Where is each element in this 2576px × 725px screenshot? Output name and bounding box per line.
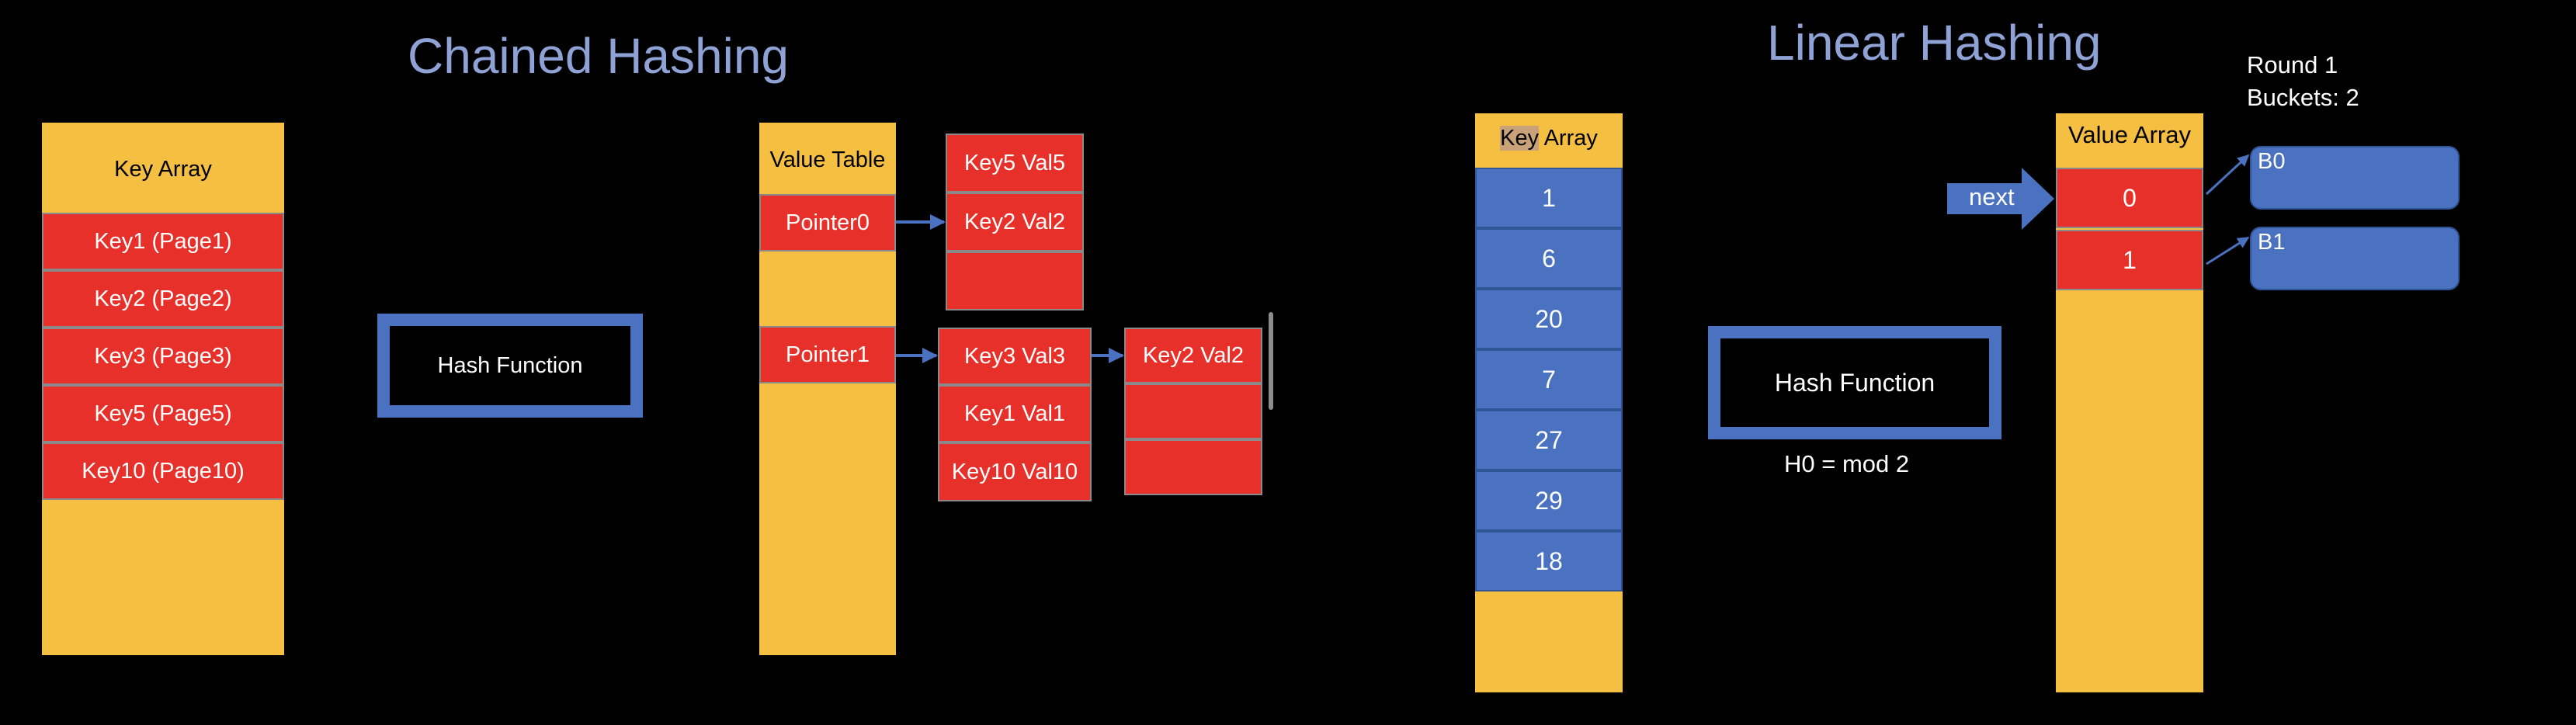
linear-key-cell: 7 — [1475, 349, 1623, 410]
linear-key-cell: 1 — [1475, 168, 1623, 228]
bucket0-entry: Key5 Val5 — [946, 134, 1084, 193]
hash-formula: H0 = mod 2 — [1784, 450, 1910, 477]
buckets-count-label: Buckets: 2 — [2247, 84, 2359, 111]
pointer1-cell: Pointer1 — [759, 326, 896, 383]
linear-hashing-title: Linear Hashing — [1767, 15, 2102, 71]
pointer0-cell: Pointer0 — [759, 194, 896, 251]
value-slot-0: 0 — [2056, 168, 2203, 228]
bucket1-entry: Key3 Val3 — [938, 328, 1092, 385]
linear-key-cell: 6 — [1475, 228, 1623, 289]
key-array-cell: Key10 (Page10) — [42, 442, 284, 500]
next-label: next — [1969, 183, 2015, 210]
chained-hash-function-box: Hash Function — [377, 314, 643, 418]
linear-hash-function-box: Hash Function — [1708, 326, 2001, 439]
value-table: Value Table Pointer0 Pointer1 — [759, 123, 896, 655]
overflow-entry — [1124, 439, 1262, 495]
overflow-entry — [1124, 383, 1262, 439]
linear-key-cell: 27 — [1475, 410, 1623, 470]
chained-key-array-header: Key Array — [114, 157, 212, 182]
value-array-header: Value Array — [2068, 121, 2191, 148]
bucket1-entry: Key1 Val1 — [938, 385, 1092, 442]
value-table-header: Value Table — [769, 147, 886, 172]
next-pointer-arrow — [1947, 168, 2054, 230]
key-array-header-rest: Array — [1539, 126, 1598, 151]
linear-key-array: Key Array 1 6 20 7 27 29 18 — [1475, 113, 1623, 692]
chained-hashing-title: Chained Hashing — [408, 28, 789, 84]
scrollbar-thumb[interactable] — [1269, 312, 1273, 410]
key-array-cell: Key1 (Page1) — [42, 213, 284, 270]
linear-key-array-header: Key Array — [1475, 126, 1623, 151]
linear-key-cell: 18 — [1475, 531, 1623, 591]
linear-key-cell: 20 — [1475, 289, 1623, 349]
chained-key-array: Key Array Key1 (Page1) Key2 (Page2) Key3… — [42, 123, 284, 655]
value-array: Value Array 0 1 — [2056, 113, 2203, 692]
key-highlight: Key — [1500, 126, 1540, 151]
slot1-to-b1-arrow — [2206, 236, 2250, 265]
linear-key-cell: 29 — [1475, 470, 1623, 531]
slot0-to-b0-arrow — [2205, 154, 2250, 196]
key-array-cell: Key5 (Page5) — [42, 385, 284, 442]
key-array-cell: Key3 (Page3) — [42, 328, 284, 385]
bucket0-entry — [946, 251, 1084, 310]
bucket1-entry: Key10 Val10 — [938, 442, 1092, 501]
linear-hash-function-label: Hash Function — [1774, 368, 1935, 397]
value-slot-1: 1 — [2056, 230, 2203, 290]
bucket0-entry: Key2 Val2 — [946, 193, 1084, 251]
bucket-b0: B0 — [2250, 146, 2460, 210]
key-array-cell: Key2 (Page2) — [42, 270, 284, 328]
chained-hash-function-label: Hash Function — [437, 352, 583, 378]
overflow-entry: Key2 Val2 — [1124, 328, 1262, 383]
round-label: Round 1 — [2247, 51, 2338, 78]
bucket-b1: B1 — [2250, 227, 2460, 290]
